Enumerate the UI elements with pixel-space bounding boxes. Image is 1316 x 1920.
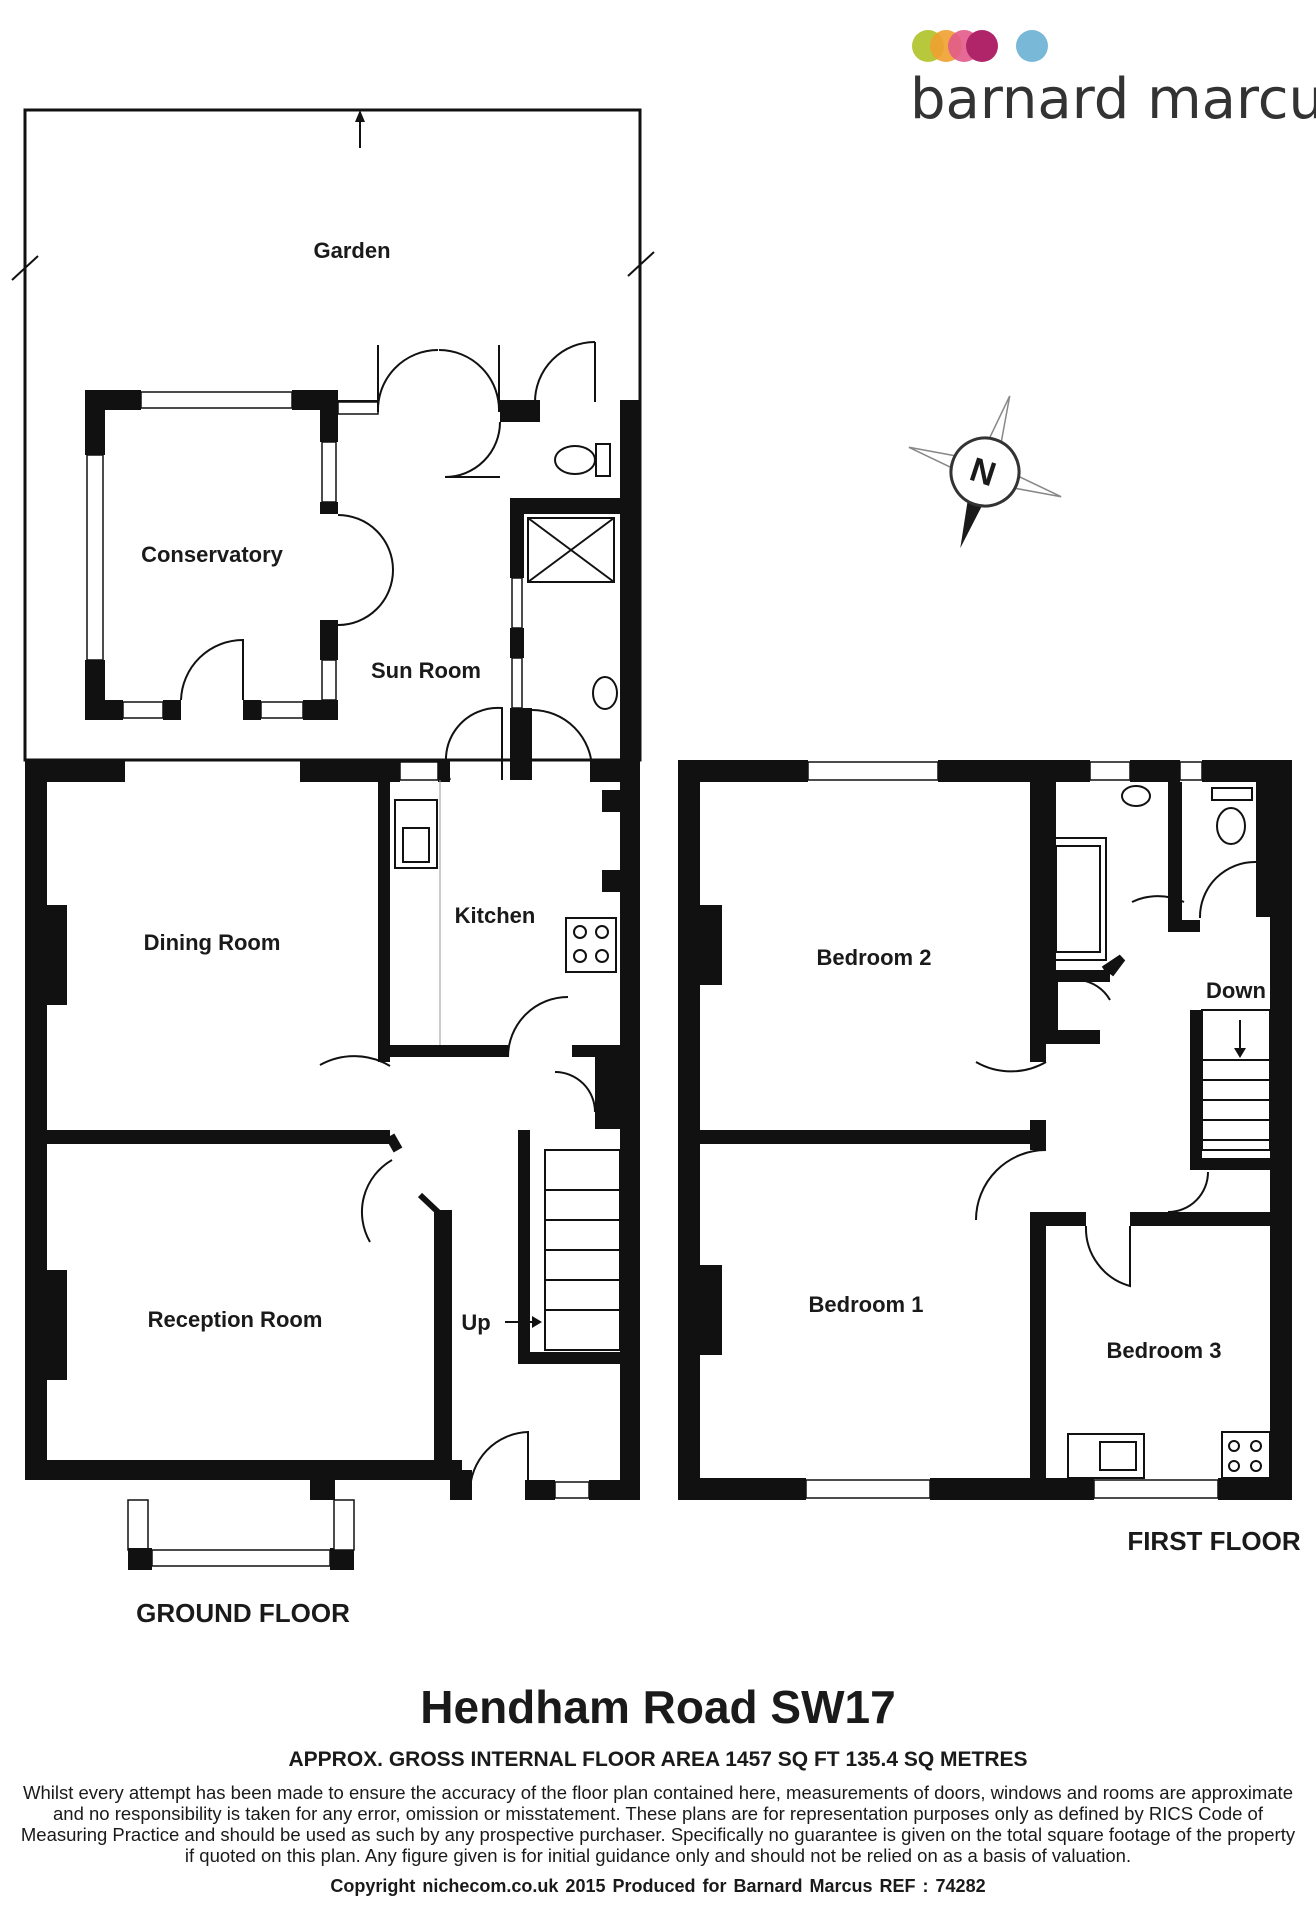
floor-label-first: FIRST FLOOR	[1127, 1526, 1301, 1556]
stairs-label-up: Up	[461, 1310, 490, 1335]
compass-icon: N	[908, 395, 1062, 549]
room-label-kitchen: Kitchen	[455, 903, 536, 928]
copyright-line: Copyright nichecom.co.uk 2015 Produced f…	[330, 1876, 986, 1896]
disclaimer-text: Whilst every attempt has been made to en…	[20, 1782, 1296, 1866]
room-label-bedroom-1: Bedroom 1	[809, 1292, 924, 1317]
logo-dot	[966, 30, 998, 62]
room-label-dining-room: Dining Room	[144, 930, 281, 955]
floor-label-ground: GROUND FLOOR	[136, 1598, 350, 1628]
logo-dot	[1016, 30, 1048, 62]
first-floor-plan	[678, 760, 1292, 1500]
room-label-garden: Garden	[313, 238, 390, 263]
brand-name: barnard marcus	[910, 67, 1316, 132]
property-title: Hendham Road SW17	[420, 1681, 896, 1733]
floor-area: APPROX. GROSS INTERNAL FLOOR AREA 1457 S…	[288, 1748, 1028, 1771]
room-label-bedroom-2: Bedroom 2	[817, 945, 932, 970]
room-label-reception-room: Reception Room	[148, 1307, 323, 1332]
brand-logo: barnard marcus	[910, 30, 1316, 132]
ground-floor-plan	[11, 108, 655, 1570]
room-label-sun-room: Sun Room	[371, 658, 481, 683]
stairs-label-down: Down	[1206, 978, 1266, 1003]
floor-plan: barnard marcus N	[11, 30, 1316, 1628]
room-label-conservatory: Conservatory	[141, 542, 284, 567]
room-label-bedroom-3: Bedroom 3	[1107, 1338, 1222, 1363]
